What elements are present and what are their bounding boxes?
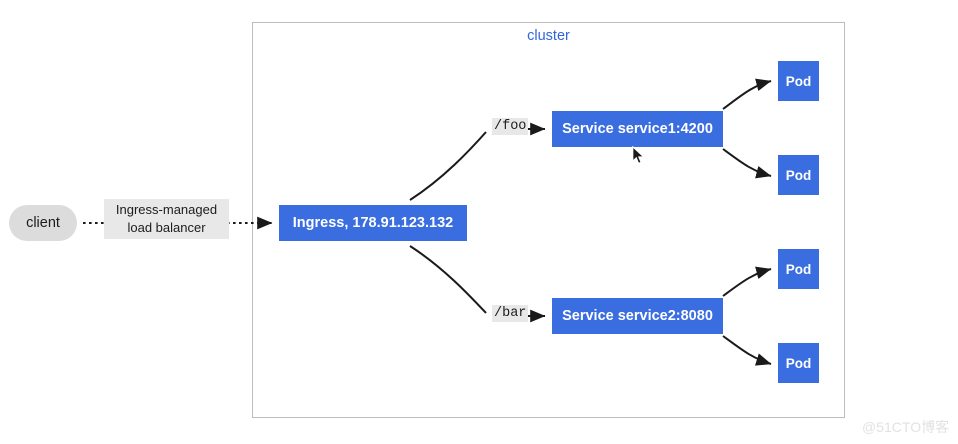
path-label-bar: /bar <box>492 305 529 322</box>
client-label: client <box>26 215 60 231</box>
service2-label: Service service2:8080 <box>562 308 713 324</box>
service1-label: Service service1:4200 <box>562 121 713 137</box>
mouse-cursor-icon <box>632 146 645 165</box>
pod-3-label: Pod <box>785 261 812 277</box>
watermark: @51CTO博客 <box>862 419 950 435</box>
service-node-service1: Service service1:4200 <box>552 111 723 147</box>
ingress-node: Ingress, 178.91.123.132 <box>279 205 467 241</box>
pod-2-label: Pod <box>785 167 812 183</box>
ingress-label: Ingress, 178.91.123.132 <box>292 215 454 231</box>
pod-node-1: Pod <box>778 61 819 101</box>
cluster-label: cluster <box>527 28 570 44</box>
service-node-service2: Service service2:8080 <box>552 298 723 334</box>
client-node: client <box>9 205 77 241</box>
load-balancer-label: Ingress-managed load balancer <box>104 199 229 239</box>
pod-1-label: Pod <box>785 73 812 89</box>
pod-node-4: Pod <box>778 343 819 383</box>
pod-node-2: Pod <box>778 155 819 195</box>
load-balancer-label-line1: Ingress-managed <box>115 202 218 217</box>
pod-node-3: Pod <box>778 249 819 289</box>
load-balancer-label-line2: load balancer <box>127 220 206 235</box>
path-label-foo: /foo <box>492 118 529 135</box>
pod-4-label: Pod <box>785 355 812 371</box>
